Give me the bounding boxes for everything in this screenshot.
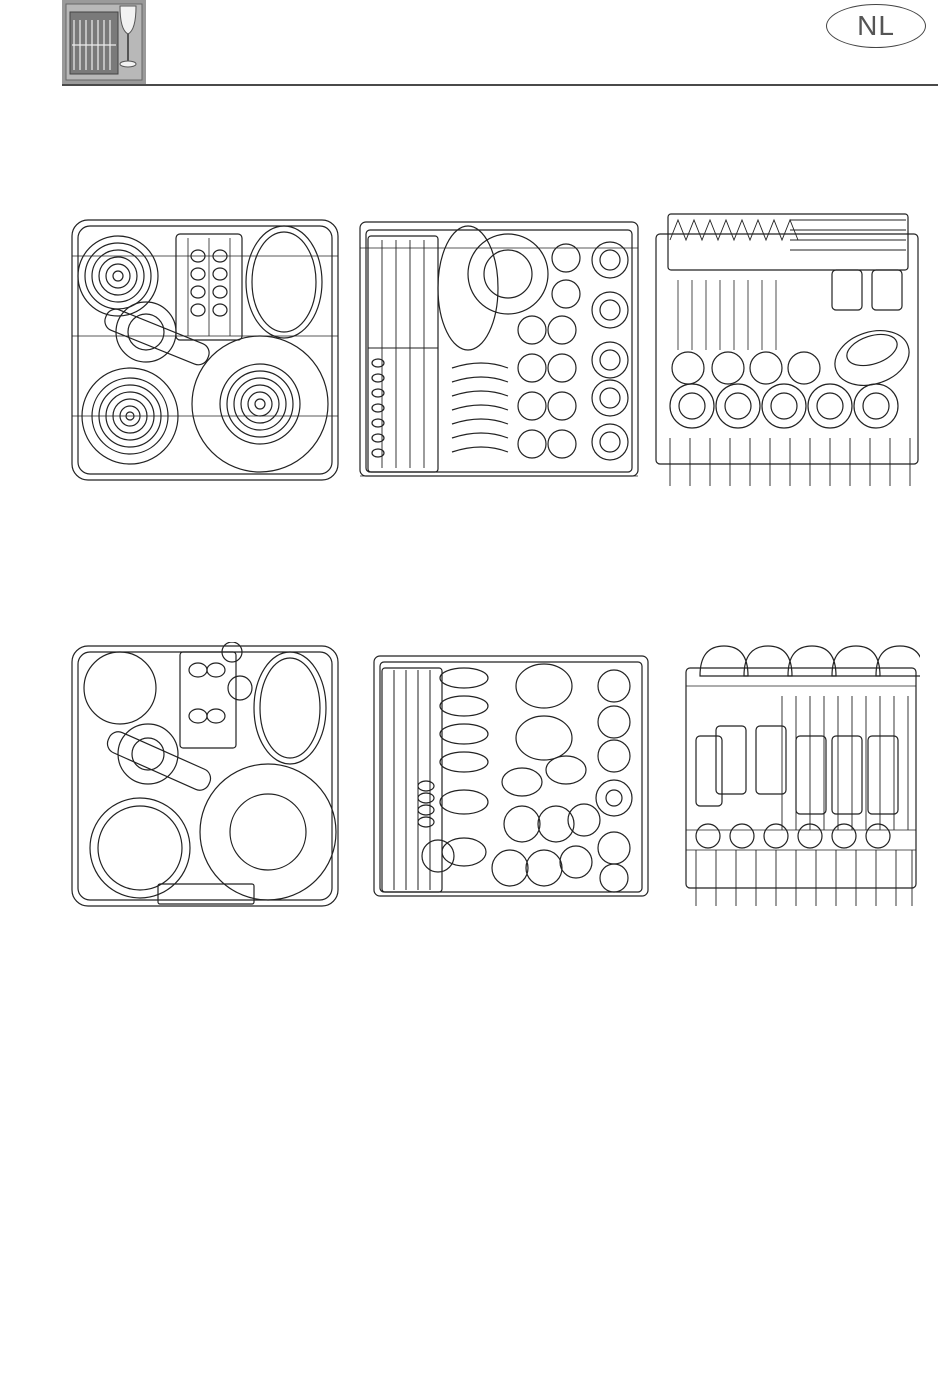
lower-rack-mixed-view bbox=[68, 642, 342, 910]
upper-rack-cups-view bbox=[650, 210, 924, 490]
header-divider bbox=[62, 84, 938, 86]
lower-rack-pots-view bbox=[68, 216, 342, 484]
lower-rack-plates-view bbox=[356, 218, 642, 484]
lower-rack-cutlery-view bbox=[370, 652, 652, 904]
language-badge: NL bbox=[826, 4, 926, 48]
upper-rack-glasses-view bbox=[682, 640, 920, 910]
dishwasher-glass-icon bbox=[62, 0, 146, 84]
